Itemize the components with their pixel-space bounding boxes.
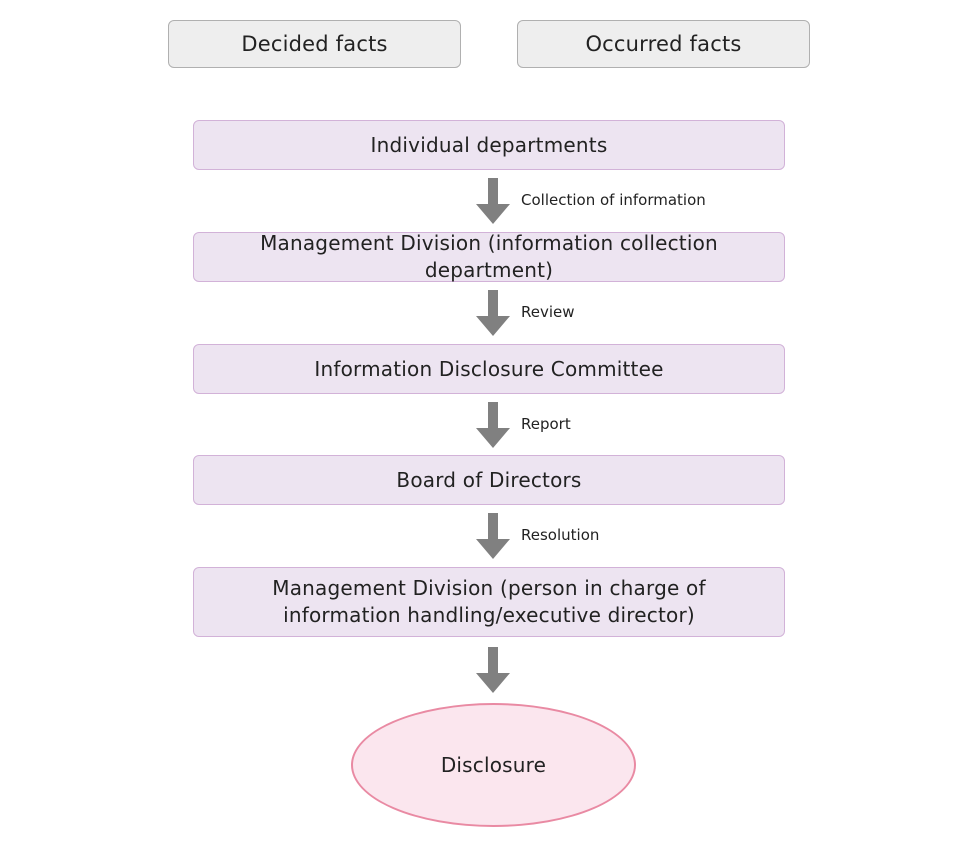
step-label: Management Division (information collect… <box>260 231 718 282</box>
down-arrow-icon <box>476 513 510 559</box>
down-arrow-icon <box>476 647 510 693</box>
down-arrow-icon <box>476 178 510 224</box>
step-board-of-directors: Board of Directors <box>193 455 785 505</box>
disclosure-label: Disclosure <box>440 753 547 777</box>
arrow-label-review: Review <box>521 303 575 321</box>
occurred-facts-box: Occurred facts <box>517 20 810 68</box>
step-label: Board of Directors <box>396 467 582 492</box>
step-label: Management Division (person in charge of… <box>272 576 706 627</box>
step-management-division-collection: Management Division (information collect… <box>193 231 785 282</box>
decided-facts-box: Decided facts <box>168 20 461 68</box>
step-label: Information Disclosure Committee <box>314 356 664 381</box>
step-label: Individual departments <box>370 132 608 157</box>
arrow-label-report: Report <box>521 415 571 433</box>
disclosure-ellipse: Disclosure <box>351 703 636 827</box>
step-information-disclosure-committee: Information Disclosure Committee <box>193 344 785 394</box>
arrow-label-collection: Collection of information <box>521 191 706 209</box>
step-individual-departments: Individual departments <box>193 120 785 170</box>
decided-facts-label: Decided facts <box>241 32 388 56</box>
down-arrow-icon <box>476 290 510 336</box>
step-management-division-handling: Management Division (person in charge of… <box>193 567 785 637</box>
arrow-label-resolution: Resolution <box>521 526 600 544</box>
occurred-facts-label: Occurred facts <box>585 32 742 56</box>
down-arrow-icon <box>476 402 510 448</box>
